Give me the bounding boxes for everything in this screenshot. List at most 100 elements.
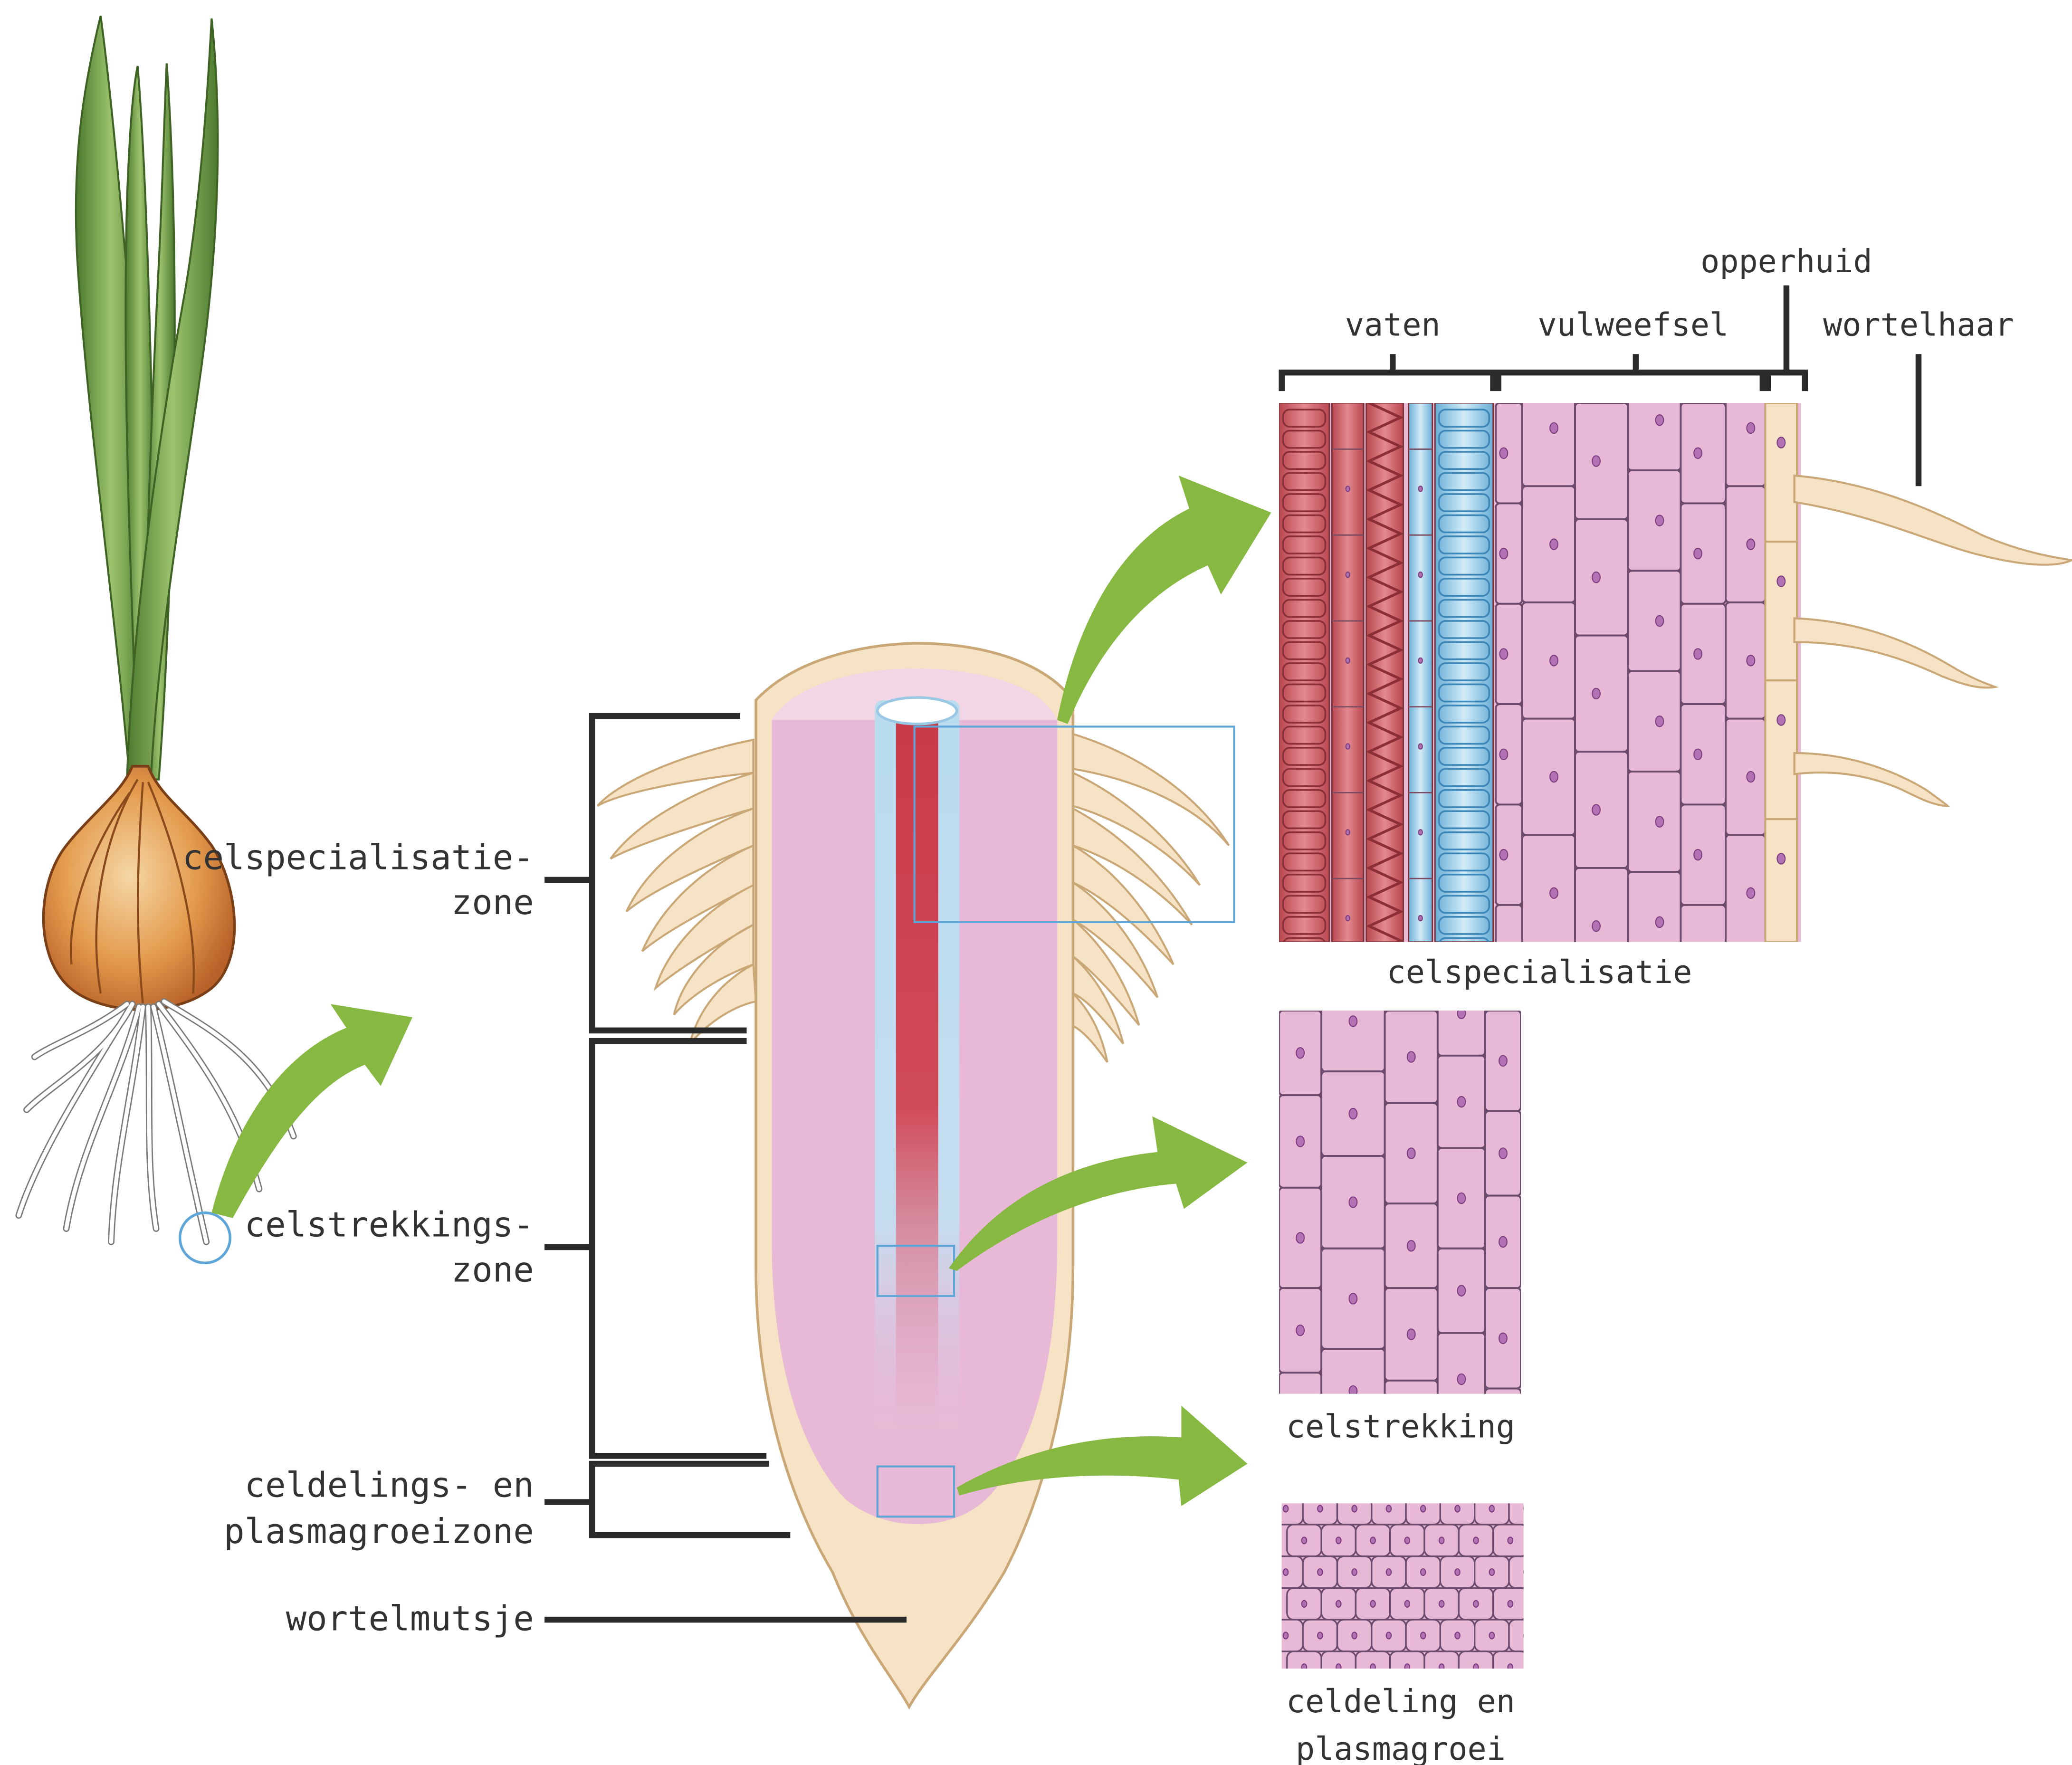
ground-cell: [1681, 503, 1726, 603]
ground-cell: [1628, 571, 1681, 671]
cell-nucleus: [1318, 1506, 1322, 1512]
cell-nucleus: [1302, 1664, 1307, 1670]
cell-nucleus: [1405, 1664, 1410, 1670]
cell-nucleus: [1508, 1601, 1513, 1607]
zone-label-elongation-1: celstrekkings-: [245, 1205, 534, 1245]
zone-label-division-1: celdelings- en: [245, 1466, 534, 1506]
ground-cell: [1726, 602, 1765, 719]
cell-nucleus: [1550, 772, 1558, 782]
cell-nucleus: [1499, 1237, 1507, 1247]
cell-nucleus: [1386, 1569, 1391, 1575]
ground-tissue-cells: [1496, 370, 1765, 1006]
cell-nucleus: [1694, 749, 1702, 760]
ground-cell: [1628, 671, 1681, 772]
cell-nucleus: [1386, 1506, 1391, 1512]
cell-nucleus: [1419, 486, 1423, 491]
ground-cell: [1628, 470, 1681, 571]
cell-nucleus: [1439, 1664, 1444, 1670]
ground-cell: [1681, 804, 1726, 905]
cell-nucleus: [1490, 1506, 1494, 1512]
cell-nucleus: [1346, 572, 1350, 577]
cell-nucleus: [1458, 1193, 1466, 1203]
cell-nucleus: [1407, 1051, 1415, 1062]
ground-cell: [1726, 835, 1765, 951]
cell-nucleus: [1490, 1569, 1494, 1575]
cell-nucleus: [1346, 486, 1350, 491]
cell-nucleus: [1370, 1537, 1375, 1544]
cell-nucleus: [1458, 1008, 1466, 1019]
cell-nucleus: [1777, 853, 1785, 864]
cell-nucleus: [1349, 1108, 1357, 1119]
ground-cell: [1628, 370, 1681, 470]
cell-nucleus: [1370, 1601, 1375, 1607]
ground-cell: [1681, 604, 1726, 704]
cell-nucleus: [1499, 1056, 1507, 1066]
cell-nucleus: [1508, 1664, 1513, 1670]
cell-nucleus: [1296, 1048, 1304, 1058]
cell-nucleus: [1524, 1569, 1528, 1575]
vessel: [1279, 403, 1329, 942]
cell-nucleus: [1747, 655, 1755, 666]
cell-nucleus: [1405, 1537, 1410, 1544]
cell-nucleus: [1508, 1537, 1513, 1544]
ground-cell: [1726, 486, 1765, 602]
dividing-cell: [1528, 1588, 1562, 1620]
cell-nucleus: [1458, 1286, 1466, 1296]
cell-nucleus: [1694, 649, 1702, 659]
cell-nucleus: [1499, 1333, 1507, 1344]
cell-nucleus: [1455, 1506, 1460, 1512]
root-xylem-band: [896, 714, 938, 1427]
cell-nucleus: [1747, 888, 1755, 898]
cell-nucleus: [1421, 1506, 1425, 1512]
cell-nucleus: [1318, 1569, 1322, 1575]
ground-cell: [1726, 370, 1765, 487]
cell-nucleus: [1694, 448, 1702, 458]
cell-nucleus: [1283, 1506, 1288, 1512]
vessel-tissue: [1279, 403, 1493, 955]
cell-nucleus: [1747, 423, 1755, 433]
cell-nucleus: [1318, 1632, 1322, 1639]
detail-division: [1269, 1493, 1562, 1683]
caption-specialization: celspecialisatie: [1387, 954, 1692, 991]
ground-cell: [1575, 519, 1628, 636]
cell-nucleus: [1352, 1506, 1356, 1512]
cell-nucleus: [1694, 849, 1702, 860]
zone-label-specialization-2: zone: [451, 883, 534, 923]
cell-nucleus: [1349, 1293, 1357, 1304]
cell-nucleus: [1419, 916, 1423, 921]
ground-cell: [1522, 486, 1575, 602]
cell-nucleus: [1592, 456, 1600, 466]
cell-nucleus: [1500, 749, 1508, 760]
vessel: [1332, 403, 1364, 942]
dividing-cell: [1528, 1525, 1562, 1556]
cell-nucleus: [1336, 1601, 1341, 1607]
cell-nucleus: [1490, 1632, 1494, 1639]
cell-nucleus: [1407, 1329, 1415, 1339]
cell-nucleus: [1349, 1386, 1357, 1396]
cell-nucleus: [1346, 830, 1350, 835]
cell-nucleus: [1500, 849, 1508, 860]
cell-nucleus: [1302, 1537, 1307, 1544]
cell-nucleus: [1656, 515, 1664, 525]
cell-nucleus: [1407, 1148, 1415, 1158]
cell-nucleus: [1349, 1197, 1357, 1207]
cell-nucleus: [1302, 1601, 1307, 1607]
root-hairs-right: [1070, 733, 1229, 1062]
cell-nucleus: [1421, 1569, 1425, 1575]
cell-nucleus: [1370, 1664, 1375, 1670]
cell-nucleus: [1336, 1537, 1341, 1544]
cell-nucleus: [1524, 1632, 1528, 1639]
cell-nucleus: [1592, 804, 1600, 815]
cell-nucleus: [1283, 1569, 1288, 1575]
cell-nucleus: [1458, 1374, 1466, 1384]
cell-nucleus: [1656, 716, 1664, 726]
cell-nucleus: [1349, 1016, 1357, 1026]
ground-cell: [1681, 403, 1726, 503]
ground-cell: [1575, 752, 1628, 868]
zone-label-specialization-1: celspecialisatie-: [182, 838, 534, 878]
cell-nucleus: [1500, 649, 1508, 659]
onion-leaves: [76, 16, 218, 779]
cell-nucleus: [1542, 1537, 1547, 1544]
label-epidermis: opperhuid: [1700, 243, 1872, 280]
